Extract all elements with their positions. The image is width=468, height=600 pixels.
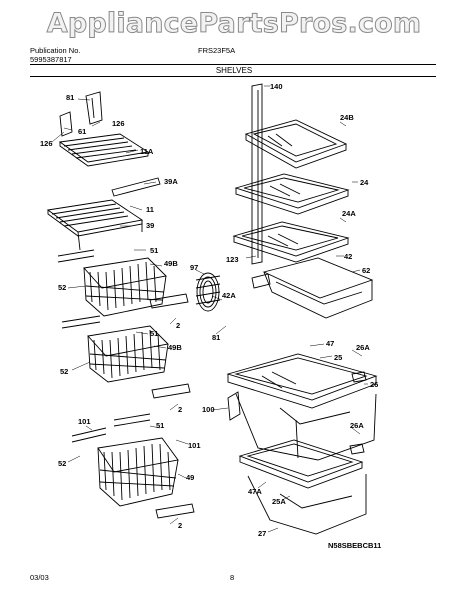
callout-label: 140 [270, 82, 283, 91]
callout-label: 26 [370, 380, 378, 389]
callout-label: 81 [66, 93, 74, 102]
watermark-logo: AppliancePartsPros.com [46, 8, 422, 40]
callout-label: 123 [226, 255, 239, 264]
callout-label: 101 [188, 441, 201, 450]
callout-labels: 81 126 61 126 11A 39A 11 39 51 49B 52 97… [40, 82, 378, 538]
drawing-code: N58SBEBCB11 [328, 541, 382, 550]
callout-label: 26A [356, 343, 370, 352]
callout-label: 52 [58, 459, 66, 468]
callout-label: 25A [272, 497, 286, 506]
publication-number: 5995387817 [30, 55, 72, 64]
callout-label: 47A [248, 487, 262, 496]
callout-label: 97 [190, 263, 198, 272]
callout-label: 126 [40, 139, 53, 148]
callout-label: 2 [176, 321, 180, 330]
callout-label: 101 [78, 417, 91, 426]
callout-label: 62 [362, 266, 370, 275]
leader-lines [51, 85, 368, 533]
callout-label: 11A [140, 147, 154, 156]
footer-date: 03/03 [30, 573, 49, 582]
callout-label: 49B [164, 259, 178, 268]
callout-label: 25 [334, 353, 342, 362]
line-art [46, 83, 378, 535]
callout-label: 39A [164, 177, 178, 186]
callout-label: 51 [150, 329, 158, 338]
callout-label: 39 [146, 221, 154, 230]
section-title: SHELVES [215, 66, 253, 75]
callout-label: 100 [202, 405, 215, 414]
callout-label: 81 [212, 333, 220, 342]
callout-label: 42 [344, 252, 352, 261]
callout-label: 51 [150, 246, 158, 255]
callout-label: 49 [186, 473, 194, 482]
callout-label: 52 [60, 367, 68, 376]
callout-label: 47 [326, 339, 334, 348]
callout-label: 2 [178, 405, 182, 414]
callout-label: 24B [340, 113, 354, 122]
callout-label: 126 [112, 119, 125, 128]
title-rule [30, 76, 436, 77]
callout-label: 11 [146, 205, 154, 214]
callout-label: 61 [78, 127, 86, 136]
callout-label: 26A [350, 421, 364, 430]
callout-label: 27 [258, 529, 266, 538]
callout-label: 24A [342, 209, 356, 218]
callout-label: 24 [360, 178, 369, 187]
callout-label: 52 [58, 283, 66, 292]
callout-label: 51 [156, 421, 164, 430]
callout-label: 2 [178, 521, 182, 530]
header-rule [30, 64, 436, 65]
publication-label: Publication No. [30, 46, 81, 55]
callout-label: 42A [222, 291, 236, 300]
page-number: 8 [230, 573, 235, 582]
callout-label: 49B [168, 343, 182, 352]
model-number: FRS23F5A [198, 46, 236, 55]
